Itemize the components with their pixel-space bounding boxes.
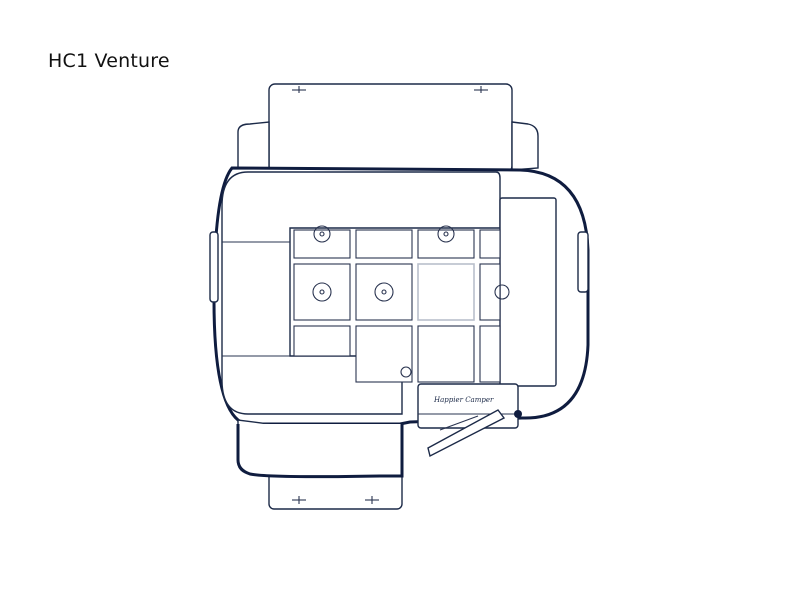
modular-floor-grid	[293, 225, 510, 383]
floor-tile[interactable]	[293, 229, 351, 259]
floor-tile[interactable]	[355, 263, 413, 321]
door-hinge-icon	[514, 410, 522, 418]
entry-door	[417, 383, 522, 458]
brand-logo-text: Happier Camper	[433, 396, 494, 404]
top-hatch-door	[268, 83, 513, 173]
floor-tile[interactable]	[479, 325, 501, 383]
floor-tile-selected[interactable]	[417, 263, 475, 321]
floor-tile[interactable]	[293, 325, 351, 357]
floor-tile[interactable]	[479, 263, 501, 321]
floor-tile[interactable]	[355, 229, 413, 259]
entry-step	[427, 409, 506, 458]
tile-knob-icon	[312, 225, 510, 378]
floorplan-title: HC1 Venture	[48, 50, 170, 72]
floor-tile[interactable]	[293, 263, 351, 321]
floor-tile[interactable]	[417, 325, 475, 383]
left-window	[209, 231, 219, 303]
floor-tile[interactable]	[479, 229, 501, 259]
right-window	[577, 231, 589, 293]
rear-bumper	[237, 121, 270, 171]
floor-tile[interactable]	[417, 229, 475, 259]
floor-tile[interactable]	[355, 325, 413, 383]
side-cabinet	[499, 197, 557, 387]
